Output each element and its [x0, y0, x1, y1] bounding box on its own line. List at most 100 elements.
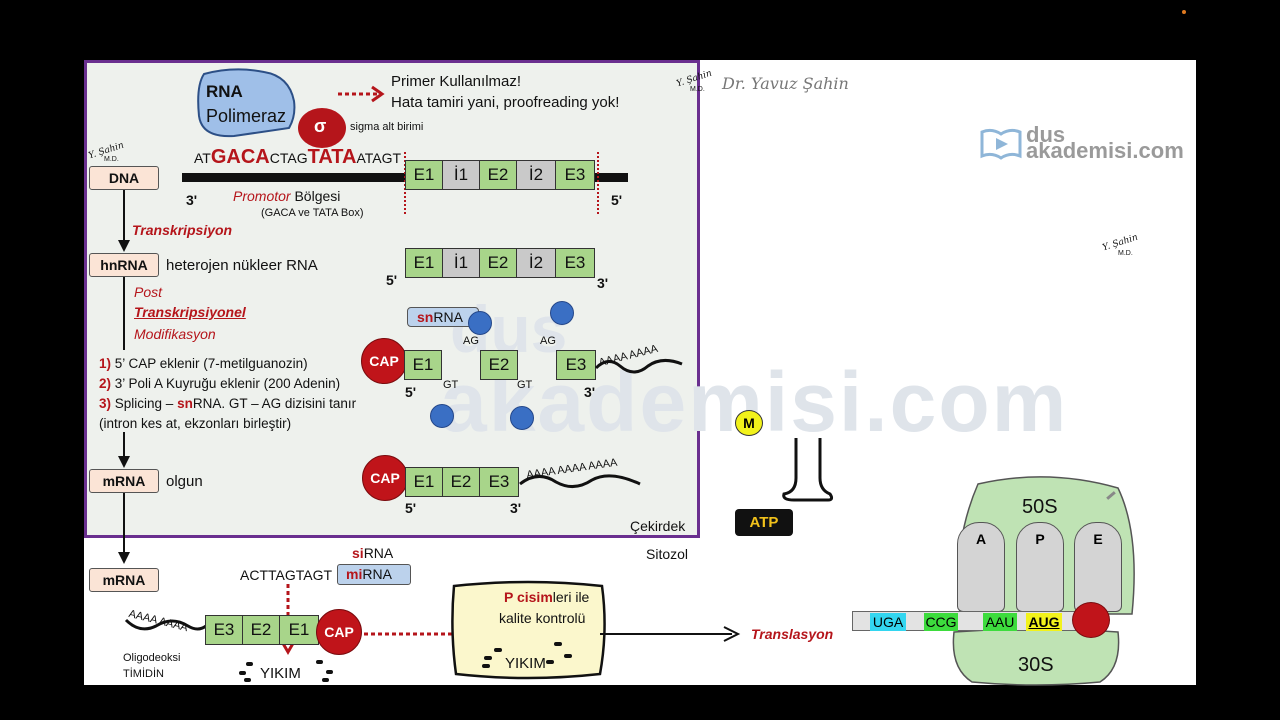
- step-2: 2) 3’ Poli A Kuyruğu eklenir (200 Adenin…: [99, 376, 340, 391]
- hnrna-e2: E2: [479, 248, 517, 278]
- codon-aug: AUG: [1026, 613, 1062, 631]
- snrna-label: snRNA: [417, 309, 463, 325]
- ribosome-small-label: 30S: [1018, 654, 1054, 676]
- methionine-label: M: [743, 415, 755, 431]
- mirna-label: miRNA: [346, 566, 392, 582]
- hnrna-i2: İ2: [516, 248, 556, 278]
- seq-part-1: AT: [194, 150, 211, 166]
- seq-part-2: GACA: [210, 146, 270, 168]
- mirna-suffix: RNA: [362, 566, 392, 582]
- methionine-circle: M: [735, 410, 763, 436]
- ribosome-site-e: E: [1074, 522, 1122, 612]
- gene-e3: E3: [555, 160, 595, 190]
- ribosome-site-a: A: [957, 522, 1005, 612]
- translation-label: Translasyon: [751, 626, 834, 642]
- step-1-text: 5’ CAP eklenir (7-metilguanozin): [111, 356, 308, 371]
- ribosome-site-p: P: [1016, 522, 1064, 612]
- promoter-rest: Bölgesi: [290, 188, 341, 204]
- step-1: 1) 5’ CAP eklenir (7-metilguanozin): [99, 356, 308, 371]
- ag-label-2: AG: [540, 335, 556, 347]
- rna-polymerase-shape: [197, 68, 296, 138]
- step-3-post: RNA. GT – AG dizisini tanır: [192, 396, 357, 411]
- gene-i1: İ1: [442, 160, 480, 190]
- step-3-line-2: (intron kes at, ekzonları birleştir): [99, 416, 292, 431]
- poly-a-tail-mature: [519, 474, 641, 488]
- nucleus-label: Çekirdek: [630, 518, 686, 534]
- snrna-prefix: sn: [417, 309, 434, 325]
- p-body-fragments: [482, 642, 572, 668]
- hnrna-label: hnRNA: [89, 253, 159, 277]
- mrna-cap-ribosome: [1072, 602, 1110, 638]
- orange-indicator-dot: [1182, 10, 1186, 14]
- cap-cyto: CAP: [316, 609, 362, 655]
- site-a-label: A: [975, 531, 987, 547]
- gene-i2: İ2: [516, 160, 556, 190]
- cyto-degradation: YIKIM: [260, 665, 301, 682]
- promoter-label: Promotor Bölgesi: [233, 188, 340, 204]
- cytosol-label: Sitozol: [646, 546, 689, 562]
- transcription-label: Transkripsiyon: [132, 222, 233, 238]
- atp-label: ATP: [749, 514, 779, 531]
- poly-a-tail-cyto: [124, 618, 207, 631]
- p-body-line-2: kalite kontrolü: [499, 610, 586, 626]
- atp-box: ATP: [735, 509, 793, 536]
- splice-end-3: 3': [584, 384, 596, 400]
- cap-splicing: CAP: [361, 338, 407, 384]
- sigma-label: sigma alt birimi: [350, 121, 424, 133]
- splice-e1: E1: [404, 350, 442, 380]
- splice-e2: E2: [480, 350, 518, 380]
- codon-ccg: CCG: [924, 613, 958, 631]
- hnrna-end-3: 3': [597, 275, 609, 291]
- author-signature-1-sub: M.D.: [104, 156, 119, 163]
- p-body-post: leri ile: [552, 589, 590, 605]
- step-2-num: 2): [99, 376, 112, 391]
- author-signature-3-sub: M.D.: [1118, 250, 1133, 257]
- flow-arrows: [118, 190, 130, 564]
- splice-e3: E3: [556, 350, 596, 380]
- mature-end-3: 3': [510, 500, 522, 516]
- promoter-word: Promotor: [233, 188, 291, 204]
- brand-bottom: akademisi.com: [1026, 138, 1184, 163]
- codon-uga: UGA: [870, 613, 906, 631]
- hnrna-e1: E1: [405, 248, 443, 278]
- sirna-suffix: RNA: [363, 545, 394, 561]
- degradation-fragments: [239, 660, 333, 682]
- snrnp-dot-2: [550, 301, 574, 325]
- poly-a-tail-splicing: [594, 359, 683, 374]
- snrnp-dot-1: [468, 311, 492, 335]
- dna-end-5: 5': [611, 192, 623, 208]
- dna-end-3: 3': [186, 192, 198, 208]
- snrna-suffix: RNA: [433, 309, 463, 325]
- oligo-line-2: TİMİDİN: [123, 668, 164, 680]
- ribosome-large-label: 50S: [1022, 496, 1058, 518]
- p-body-line-1: P cisimleri ile: [504, 589, 589, 605]
- splice-end-5: 5': [405, 384, 417, 400]
- step-3-num: 3): [99, 396, 112, 411]
- hnrna-i1: İ1: [442, 248, 480, 278]
- step-2-text: 3’ Poli A Kuyruğu eklenir (200 Adenin): [111, 376, 341, 391]
- hnrna-description: heterojen nükleer RNA: [166, 257, 318, 274]
- mature-e3: E3: [479, 467, 519, 497]
- codon-aau: AAU: [983, 613, 1017, 631]
- step-3-hl: sn: [177, 396, 193, 411]
- cyto-e1: E1: [279, 615, 319, 645]
- author-name: Dr. Yavuz Şahin: [722, 74, 849, 93]
- rna-polymerase-label-1: RNA: [206, 82, 243, 101]
- step-3: 3) Splicing – snRNA. GT – AG dizisini ta…: [99, 396, 356, 411]
- snrnp-dot-4: [510, 406, 534, 430]
- step-1-num: 1): [99, 356, 112, 371]
- target-sequence: ACTTAGTAGT: [240, 567, 333, 583]
- sirna-prefix: si: [352, 545, 364, 561]
- sirna-label: siRNA: [352, 545, 393, 561]
- site-e-label: E: [1093, 531, 1103, 547]
- oligo-line-1: Oligodeoksi: [123, 652, 181, 664]
- mirna-box: [337, 564, 411, 585]
- gene-e2: E2: [479, 160, 517, 190]
- mrna-nuc-label: mRNA: [89, 469, 159, 493]
- ptm-line-2: Transkripsiyonel: [134, 304, 246, 320]
- mature-e2: E2: [442, 467, 480, 497]
- book-icon: [980, 128, 1022, 160]
- gt-label-1: GT: [443, 379, 459, 391]
- hnrna-e3: E3: [555, 248, 595, 278]
- sigma-symbol: σ: [314, 116, 327, 136]
